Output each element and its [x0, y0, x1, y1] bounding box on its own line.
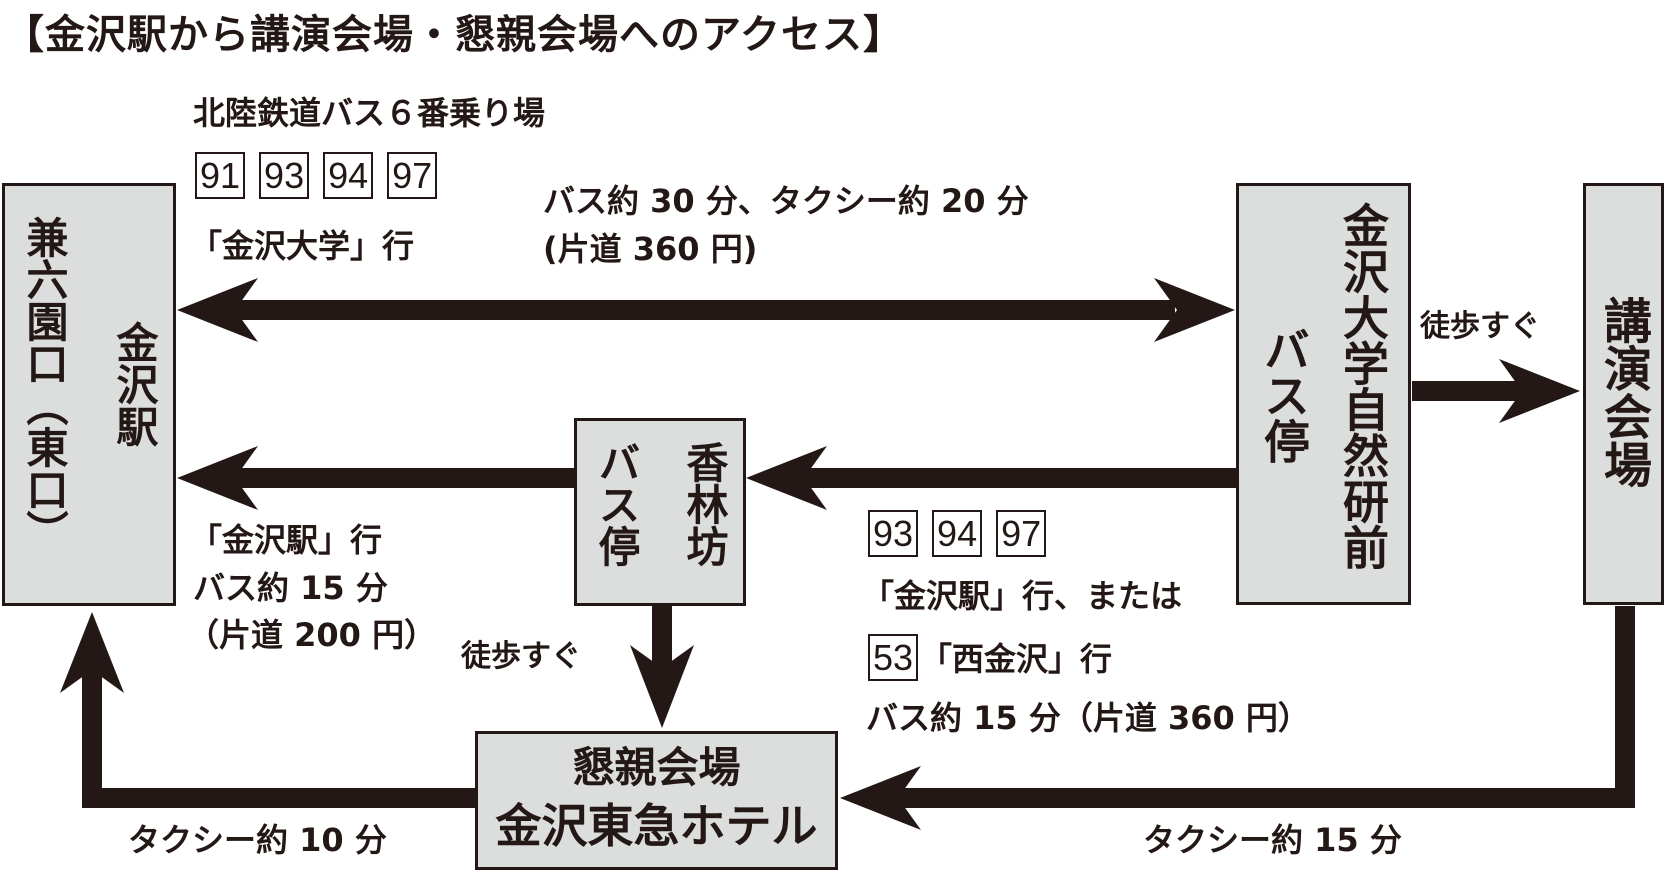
arrow-hotel-station	[60, 612, 475, 808]
page-title: 【金沢駅から講演会場・懇親会場へのアクセス】	[4, 12, 904, 58]
alt-route: 53「西金沢」行	[868, 634, 1113, 682]
return-time-fare: バス約 15 分（片道 360 円）	[866, 699, 1310, 737]
korinbo-name: 香林坊	[680, 441, 729, 567]
walk-label-hotel: 徒歩すぐ	[461, 639, 581, 674]
bus-number: 94	[323, 152, 374, 200]
platform-label: 北陸鉄道バス６番乗り場	[193, 94, 546, 132]
bus-numbers-return: 93 94 97	[868, 510, 1060, 558]
bus-number-alt: 53	[868, 634, 919, 682]
outbound-destination: 「金沢大学」行	[190, 227, 415, 265]
bus-number: 97	[996, 510, 1047, 558]
return-destination: 「金沢駅」行、または	[862, 577, 1183, 615]
walk-label-venue: 徒歩すぐ	[1420, 309, 1540, 344]
arrow-korinbo-station	[177, 446, 575, 510]
outbound-fare: (片道 360 円)	[543, 230, 758, 268]
node-kanazawa-univ: 金沢大学自然研前 バス停	[1236, 183, 1411, 605]
node-korinbo: 香林坊 バス停	[574, 418, 746, 606]
univ-name: 金沢大学自然研前	[1336, 202, 1390, 570]
outbound-time: バス約 30 分、タクシー約 20 分	[543, 182, 1029, 220]
bus-number: 93	[259, 152, 310, 200]
bus-numbers-outbound: 91 93 94 97	[195, 152, 451, 200]
hotel-name: 金沢東急ホテル	[495, 799, 818, 853]
bus-number: 93	[868, 510, 919, 558]
korinbo-time: バス約 15 分	[193, 569, 388, 607]
korinbo-fare: （片道 200 円）	[187, 616, 437, 654]
bus-number: 94	[932, 510, 983, 558]
arrow-univ-korinbo	[746, 446, 1236, 510]
venue-hotel-time: タクシー約 15 分	[1143, 821, 1402, 859]
arrow-univ-venue	[1412, 359, 1580, 423]
station-name: 金沢駅	[110, 321, 159, 447]
bus-number: 91	[195, 152, 246, 200]
arrow-station-univ	[177, 278, 1235, 342]
bus-number: 97	[387, 152, 438, 200]
korinbo-busstop: バス停	[592, 441, 641, 567]
node-venue: 講演会場	[1583, 183, 1664, 605]
univ-busstop: バス停	[1257, 326, 1311, 464]
station-exit: 兼六園口（東口）	[20, 216, 69, 552]
node-hotel: 懇親会場 金沢東急ホテル	[475, 731, 838, 870]
arrow-venue-hotel	[840, 606, 1635, 830]
hotel-station-time: タクシー約 10 分	[128, 821, 387, 859]
alt-destination: 「西金沢」行	[920, 640, 1113, 678]
node-kanazawa-station: 金沢駅 兼六園口（東口）	[2, 183, 176, 606]
venue-name: 講演会場	[1595, 296, 1651, 488]
korinbo-destination: 「金沢駅」行	[190, 521, 383, 559]
hotel-label: 懇親会場	[572, 743, 741, 792]
arrow-korinbo-hotel	[630, 604, 694, 728]
